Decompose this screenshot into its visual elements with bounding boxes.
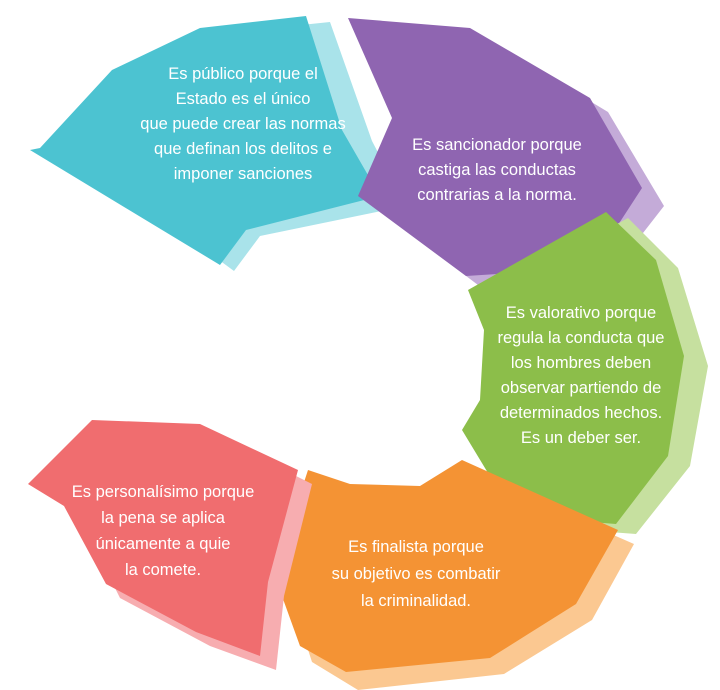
segment-text-line: Es valorativo porque — [506, 304, 656, 322]
segment-finalista-shape — [274, 460, 618, 672]
segment-text-line: que definan los delitos e — [154, 140, 332, 158]
segment-text-line: los hombres deben — [511, 354, 651, 372]
segment-finalista: Es finalista porque su objetivo es combat… — [274, 460, 634, 690]
segment-publico-text: Es público porque el Estado es el único qu… — [140, 65, 345, 183]
segment-text-line: observar partiendo de — [501, 379, 662, 397]
segment-personalisimo: Es personalísimo porque la pena se aplica… — [28, 420, 312, 670]
segment-text-line: Estado es el único — [176, 90, 311, 108]
segment-text-line: la pena se aplica — [101, 509, 226, 527]
segment-text-line: Es sancionador porque — [412, 136, 582, 154]
segment-text-line: Es finalista porque — [348, 538, 484, 556]
segment-text-line: Es público porque el — [168, 65, 318, 83]
segment-text-line: Es un deber ser. — [521, 429, 641, 447]
segment-valorativo-shape — [462, 212, 684, 524]
segment-valorativo: Es valorativo porque regula la conducta q… — [462, 212, 708, 534]
segment-text-line: imponer sanciones — [174, 165, 313, 183]
segment-publico-shape — [30, 16, 380, 265]
segment-sancionador-text: Es sancionador porque castiga las conduct… — [412, 136, 582, 204]
segment-text-line: Es personalísimo porque — [72, 483, 255, 501]
segment-text-line: determinados hechos. — [500, 404, 662, 422]
segment-sancionador-shape — [348, 18, 642, 276]
segment-valorativo-text: Es valorativo porque regula la conducta q… — [498, 304, 665, 447]
segment-finalista-text: Es finalista porque su objetivo es combat… — [332, 538, 501, 610]
segment-text-line: únicamente a quie — [96, 535, 231, 553]
segment-text-line: contrarias a la norma. — [417, 186, 577, 204]
segment-personalisimo-text: Es personalísimo porque la pena se aplica… — [72, 483, 255, 579]
segment-publico: Es público porque el Estado es el único qu… — [30, 16, 406, 271]
segment-text-line: la comete. — [125, 561, 201, 579]
segment-text-line: que puede crear las normas — [140, 115, 345, 133]
segment-text-line: regula la conducta que — [498, 329, 665, 347]
segment-text-line: su objetivo es combatir — [332, 565, 501, 583]
segment-text-line: la criminalidad. — [361, 592, 471, 610]
segment-personalisimo-shape — [28, 420, 298, 656]
segment-text-line: castiga las conductas — [418, 161, 576, 179]
